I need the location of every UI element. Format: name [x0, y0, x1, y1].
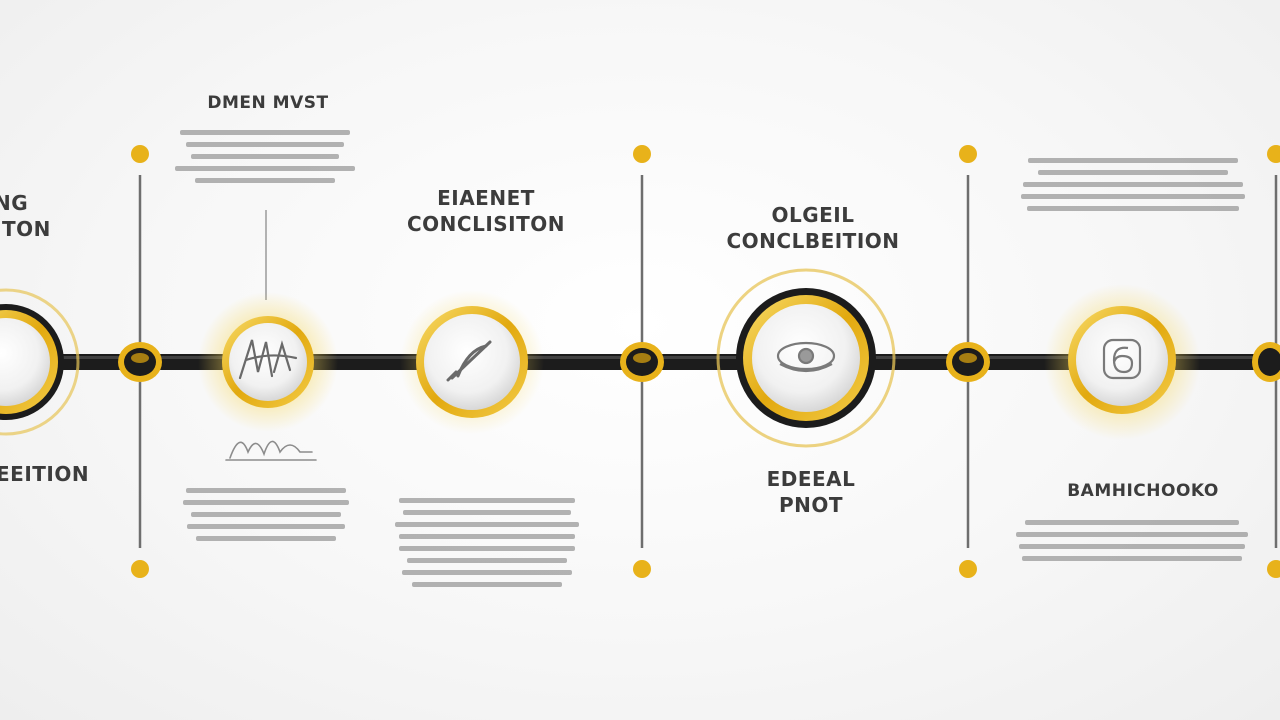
label-line: BAMHICHOOKO [1067, 481, 1219, 501]
text-block-top-1 [172, 130, 358, 190]
junction-marker-4-partial [1252, 342, 1280, 382]
pen-icon [446, 340, 492, 382]
node-2 [400, 290, 544, 434]
label-line: DMEN MVST [207, 93, 329, 113]
label-line: EDEEAL [766, 467, 856, 491]
label-bottom-left-partial: EEITION [0, 461, 89, 487]
label-line: CONCLISITON [406, 212, 565, 236]
text-block-bottom-2 [392, 498, 582, 594]
text-block-bottom-1 [182, 488, 350, 548]
signature-icon [238, 339, 298, 380]
label-line: ITON [0, 217, 51, 241]
label-line: EIAENET [437, 186, 535, 210]
label-line: OLGEIL [771, 203, 855, 227]
node-1 [198, 292, 338, 461]
junction-marker-3 [946, 342, 990, 382]
label-top-left-partial: NG ITON [0, 190, 51, 242]
signature-scribble [225, 440, 317, 461]
text-block-bottom-4 [1012, 520, 1252, 568]
label-top-2: EIAENET CONCLISITON [370, 185, 602, 237]
text-block-top-4 [1018, 158, 1248, 218]
label-top-1: DMEN MVST [188, 90, 348, 116]
label-top-3: OLGEIL CONCLBEITION [700, 202, 926, 254]
connector-dot-top [131, 145, 149, 163]
eye-icon [776, 341, 836, 373]
node-left-partial [0, 288, 80, 436]
connector-dot-bottom [1267, 560, 1280, 578]
number-icon [1102, 338, 1142, 380]
junction-marker-1 [118, 342, 162, 382]
connector-dot-bottom [959, 560, 977, 578]
connector-dot-bottom [131, 560, 149, 578]
label-line: EEITION [0, 462, 90, 486]
label-line: NG [0, 191, 29, 215]
label-line: PNOT [778, 493, 844, 517]
label-line: CONCLBEITION [726, 229, 900, 253]
connector-dot-top [633, 145, 651, 163]
connector-dot-top [959, 145, 977, 163]
label-bottom-3: EDEEAL PNOT [740, 466, 882, 518]
connector-dot-bottom [633, 560, 651, 578]
node-3 [716, 268, 896, 448]
node-4 [1044, 284, 1200, 440]
connector-dot-top [1267, 145, 1280, 163]
junction-marker-2 [620, 342, 664, 382]
label-bottom-4: BAMHICHOOKO [1040, 478, 1246, 504]
